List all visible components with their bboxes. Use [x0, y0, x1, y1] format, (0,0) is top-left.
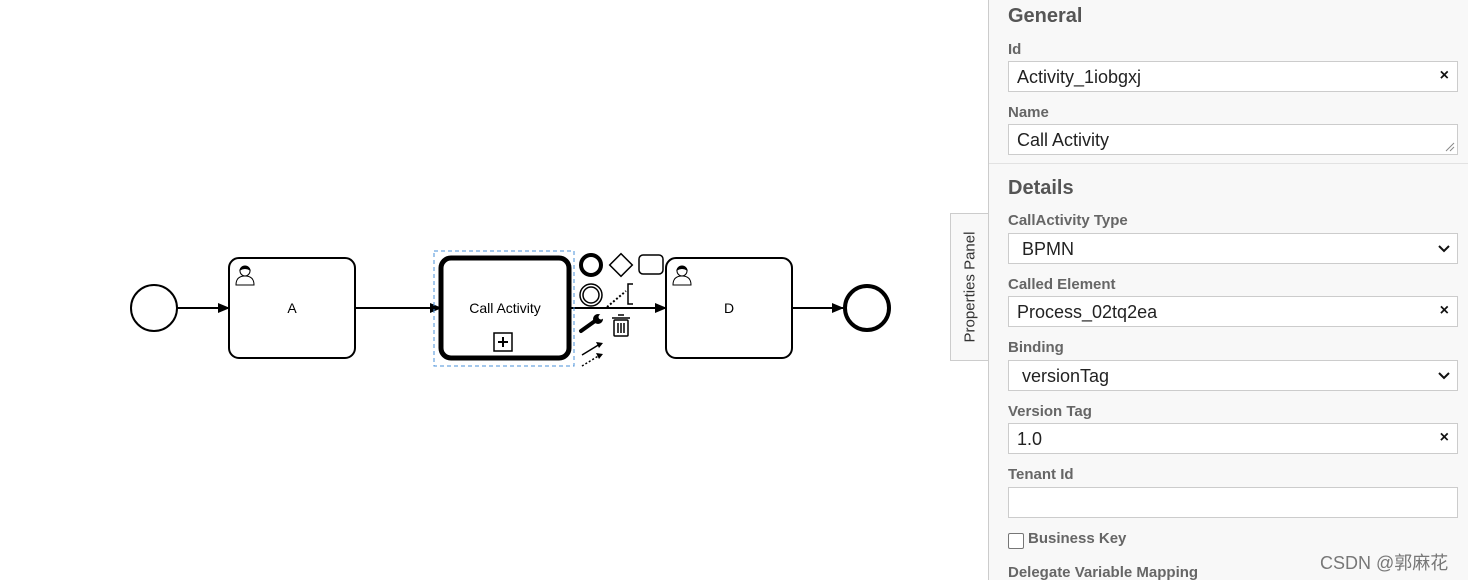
resize-handle-icon[interactable]	[1445, 142, 1455, 152]
call-activity-label: Call Activity	[469, 300, 541, 316]
delegate-variable-mapping-label: Delegate Variable Mapping	[1008, 564, 1199, 580]
clear-id-button[interactable]: ×	[1439, 67, 1449, 84]
clear-version-tag-button[interactable]: ×	[1439, 429, 1449, 446]
selection-outline	[433, 250, 575, 367]
id-field[interactable]: Activity_1iobgxj ×	[1008, 61, 1458, 92]
task-d-label: D	[724, 300, 734, 316]
wrench-icon[interactable]	[579, 314, 604, 333]
tenant-id-field[interactable]	[1008, 487, 1458, 518]
properties-panel-toggle-label: Properties Panel	[961, 231, 978, 343]
user-icon	[672, 265, 692, 286]
called-element-field[interactable]: Process_02tq2ea ×	[1008, 296, 1458, 327]
call-activity-type-label: CallActivity Type	[1008, 212, 1128, 229]
binding-label: Binding	[1008, 339, 1064, 356]
end-event[interactable]	[843, 284, 891, 332]
connect-icon[interactable]	[581, 342, 603, 367]
version-tag-field[interactable]: 1.0 ×	[1008, 423, 1458, 454]
binding-select[interactable]: versionTag	[1008, 360, 1458, 391]
append-gateway-icon[interactable]	[608, 252, 634, 278]
watermark: CSDN @郭麻花	[1320, 553, 1449, 573]
trash-icon[interactable]	[612, 314, 630, 337]
call-activity[interactable]: Call Activity	[438, 255, 572, 361]
append-end-event-icon[interactable]	[579, 253, 603, 277]
clear-called-element-button[interactable]: ×	[1439, 302, 1449, 319]
name-label: Name	[1008, 104, 1049, 121]
user-task-d[interactable]: D	[665, 257, 793, 359]
text-annotation-icon[interactable]	[606, 283, 633, 308]
business-key-checkbox[interactable]	[1008, 533, 1024, 549]
called-element-value: Process_02tq2ea	[1017, 302, 1158, 322]
group-divider	[989, 163, 1468, 164]
append-intermediate-event-icon[interactable]	[579, 283, 603, 307]
user-icon	[235, 265, 255, 286]
diagram-canvas[interactable]: A Call Activity	[0, 0, 988, 580]
version-tag-value: 1.0	[1017, 429, 1043, 449]
bpmn-diagram[interactable]: A Call Activity	[0, 0, 988, 580]
name-field[interactable]: Call Activity	[1008, 124, 1458, 155]
task-a-label: A	[287, 300, 297, 316]
general-group-title: General	[1008, 5, 1083, 27]
id-label: Id	[1008, 41, 1022, 58]
properties-panel-toggle[interactable]: Properties Panel	[950, 213, 988, 361]
name-value: Call Activity	[1017, 130, 1110, 150]
append-task-icon[interactable]	[638, 254, 664, 275]
details-group-title: Details	[1008, 177, 1074, 199]
collapsed-subprocess-marker-icon	[493, 332, 513, 352]
start-event[interactable]	[130, 284, 178, 332]
binding-value: versionTag	[1022, 366, 1110, 386]
call-activity-type-value: BPMN	[1022, 239, 1075, 259]
business-key-label: Business Key	[1028, 530, 1127, 547]
version-tag-label: Version Tag	[1008, 403, 1092, 420]
properties-panel: General Id Activity_1iobgxj × Name Call …	[988, 0, 1468, 580]
call-activity-type-select[interactable]: BPMN	[1008, 233, 1458, 264]
user-task-a[interactable]: A	[228, 257, 356, 359]
context-pad	[579, 252, 664, 367]
called-element-label: Called Element	[1008, 276, 1116, 293]
chevron-down-icon	[1438, 245, 1450, 253]
tenant-id-label: Tenant Id	[1008, 466, 1074, 483]
id-value: Activity_1iobgxj	[1017, 67, 1142, 87]
chevron-down-icon	[1438, 372, 1450, 380]
